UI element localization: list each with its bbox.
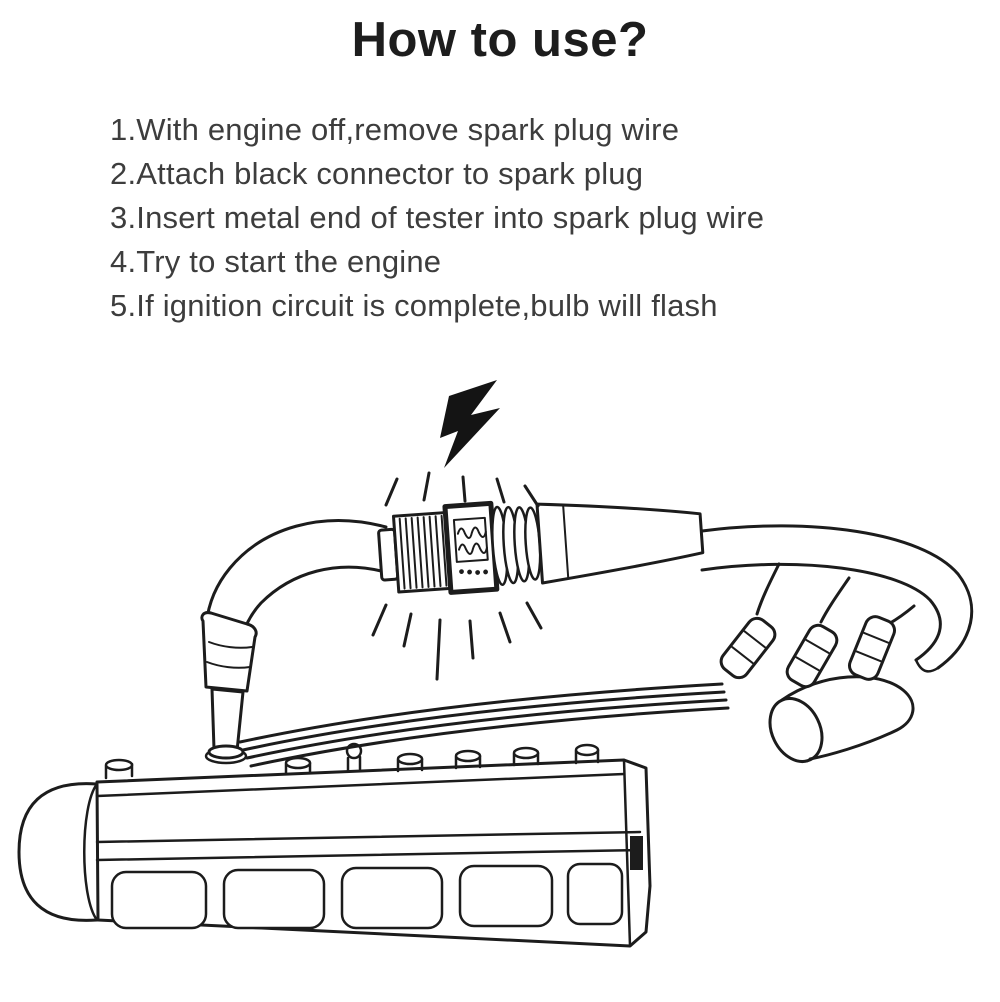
lightning-bolt-icon — [440, 380, 500, 468]
instruction-page: How to use? 1.With engine off,remove spa… — [0, 12, 1000, 984]
illustration-svg — [17, 380, 974, 948]
tester-rings — [491, 505, 542, 587]
tester-ribs — [398, 514, 448, 590]
distributor-wires — [755, 562, 916, 630]
instruction-step-2: 2.Attach black connector to spark plug — [110, 156, 644, 191]
spark-plug-boot — [200, 611, 258, 760]
spark-tester-illustration — [0, 374, 1000, 984]
flash-rays-bottom — [371, 601, 543, 681]
page-title: How to use? — [351, 13, 649, 67]
indicator-coil — [456, 526, 488, 555]
tester-dots — [459, 569, 489, 575]
engine-bottom-panels — [110, 862, 624, 930]
engine-side-notch — [630, 836, 643, 870]
spark-plug-wire-right — [700, 524, 974, 673]
indicator-window — [452, 516, 489, 563]
instruction-step-3: 3.Insert metal end of tester into spark … — [110, 200, 765, 235]
instruction-step-4: 4.Try to start the engine — [110, 244, 442, 279]
instruction-step-5: 5.If ignition circuit is complete,bulb w… — [110, 288, 718, 323]
spark-tester — [377, 500, 705, 595]
distributor-boots — [719, 615, 897, 689]
tester-boot — [535, 502, 705, 585]
flash-rays-top — [384, 471, 540, 508]
engine-valve-cover — [17, 742, 652, 948]
distributor-cap — [768, 675, 915, 763]
instruction-step-1: 1.With engine off,remove spark plug wire — [110, 112, 680, 147]
ignition-wires — [238, 682, 730, 768]
engine-left-cap — [17, 782, 99, 922]
instruction-list: 1.With engine off,remove spark plug wire… — [110, 108, 1000, 328]
